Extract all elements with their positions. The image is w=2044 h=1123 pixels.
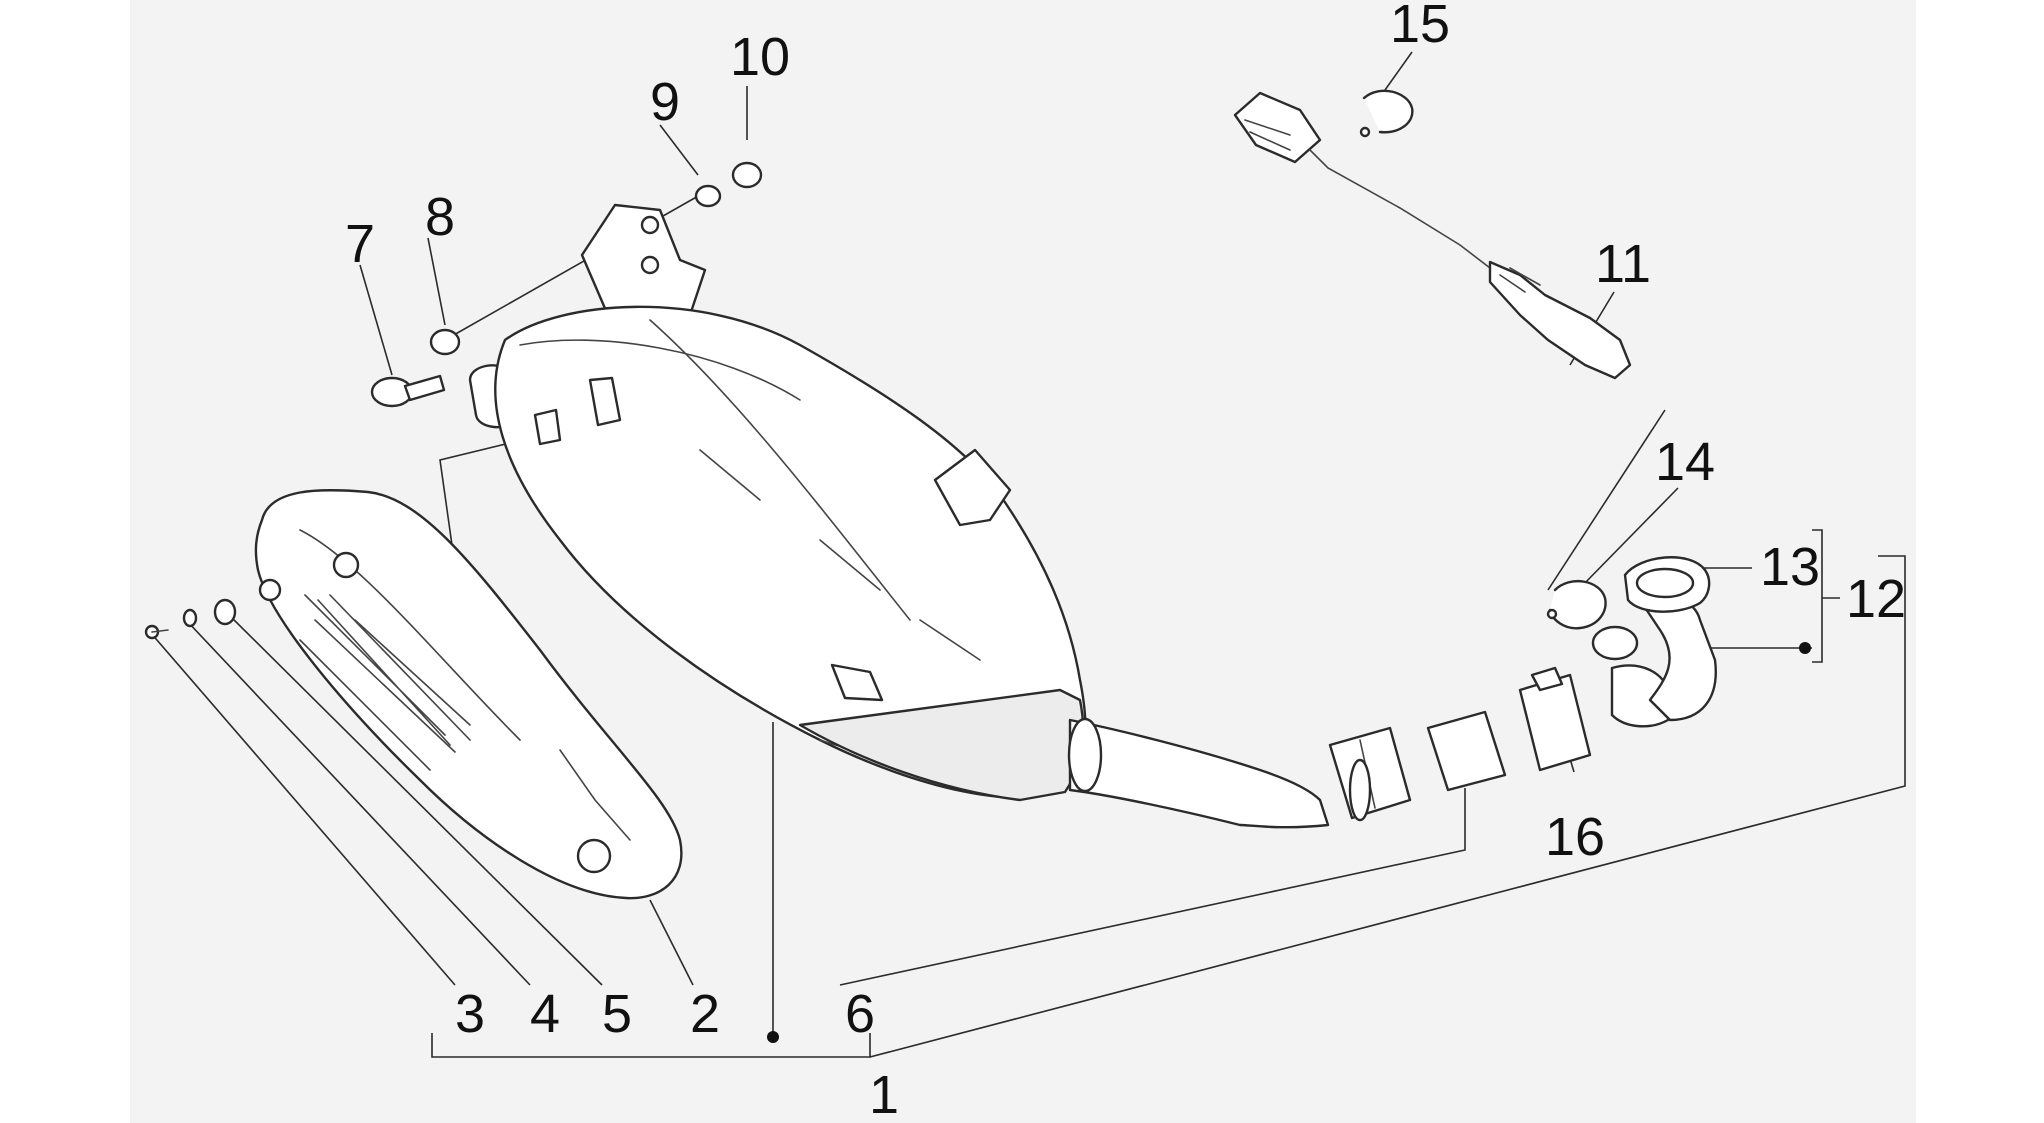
callout-1: 1 xyxy=(869,1065,899,1123)
clamp-ring-14 xyxy=(1546,580,1607,630)
callout-10: 10 xyxy=(730,27,790,87)
callout-6: 6 xyxy=(845,984,875,1044)
shield-fasteners xyxy=(144,598,237,640)
shield-hole-icon xyxy=(576,838,612,874)
assembly-dot xyxy=(1799,642,1811,654)
washer-4-icon xyxy=(182,608,198,628)
callout-3: 3 xyxy=(455,984,485,1044)
assembly-dot xyxy=(767,1031,779,1043)
manifold-elbow xyxy=(1591,556,1717,728)
callout-5: 5 xyxy=(602,984,632,1044)
shield-hole-icon xyxy=(332,551,360,579)
sleeve-6 xyxy=(1426,710,1507,792)
callout-7: 7 xyxy=(345,214,375,274)
shield-hole-icon xyxy=(258,578,282,602)
spring-clip-15 xyxy=(1359,89,1414,138)
heat-shield xyxy=(254,488,683,900)
leader-lines xyxy=(149,51,1906,1058)
lambda-sensor xyxy=(1233,91,1632,380)
callout-16: 16 xyxy=(1545,807,1605,867)
nut-10-icon xyxy=(731,161,763,189)
callout-4: 4 xyxy=(530,984,560,1044)
callout-12: 12 xyxy=(1846,569,1906,629)
washer-9-icon xyxy=(694,184,722,208)
callout-8: 8 xyxy=(425,187,455,247)
washer-8-icon xyxy=(429,328,461,356)
callout-9: 9 xyxy=(650,72,680,132)
callout-15: 15 xyxy=(1390,0,1450,54)
grommet-5-icon xyxy=(213,598,237,626)
callout-2: 2 xyxy=(690,984,720,1044)
callout-14: 14 xyxy=(1655,432,1715,492)
clamp-16 xyxy=(1518,666,1592,772)
exhaust-pipe xyxy=(1067,717,1412,829)
callout-labels: 1 2 3 4 5 6 7 8 9 10 11 12 13 14 15 16 xyxy=(345,0,1906,1123)
callout-13: 13 xyxy=(1760,537,1820,597)
silencer-body xyxy=(468,203,1087,802)
callout-11: 11 xyxy=(1595,234,1651,294)
mount-fasteners xyxy=(370,161,763,408)
